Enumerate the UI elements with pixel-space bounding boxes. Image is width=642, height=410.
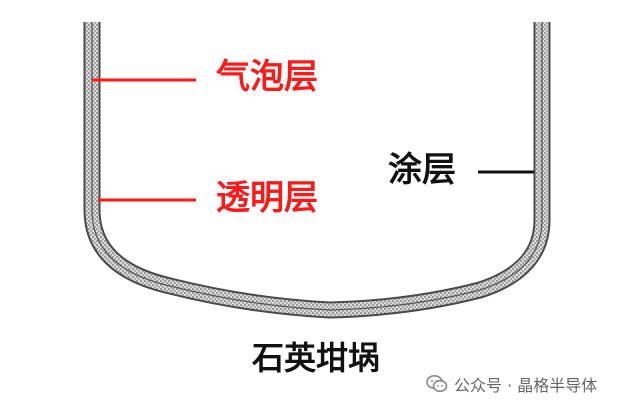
- watermark: 公众号 · 晶格半导体: [426, 372, 597, 396]
- wechat-icon: [426, 375, 448, 393]
- layer-boundary: [91, 22, 543, 311]
- coating-label: 涂层: [388, 150, 456, 190]
- bubble-layer-label: 气泡层: [216, 57, 318, 97]
- crucible-title: 石英坩埚: [252, 339, 381, 377]
- transparent-layer-label: 透明层: [216, 178, 318, 218]
- watermark-text: 公众号 · 晶格半导体: [454, 376, 598, 395]
